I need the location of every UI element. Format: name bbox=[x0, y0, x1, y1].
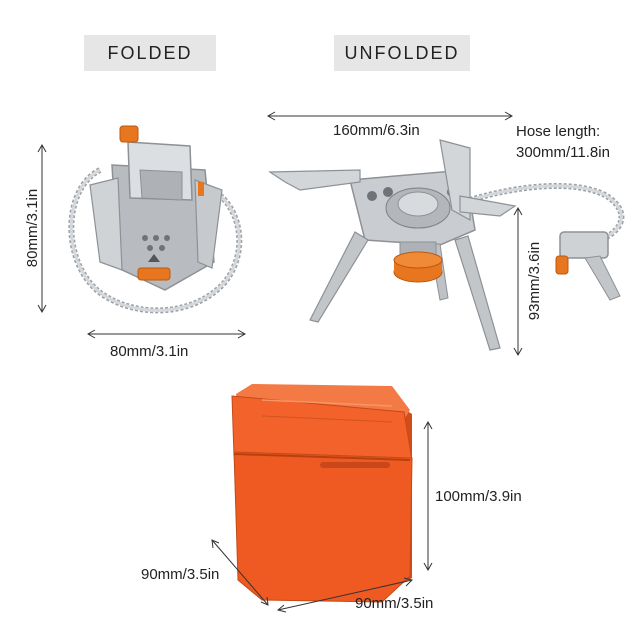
folded-label: FOLDED bbox=[84, 35, 216, 71]
hose-length-value: 300mm/11.8in bbox=[516, 144, 610, 161]
folded-width-label: 80mm/3.1in bbox=[110, 343, 189, 360]
case-height-label: 100mm/3.9in bbox=[435, 488, 522, 505]
unfolded-width-label: 160mm/6.3in bbox=[333, 122, 420, 139]
unfolded-label: UNFOLDED bbox=[334, 35, 470, 71]
case-width-label: 90mm/3.5in bbox=[355, 595, 434, 612]
case-depth-label: 90mm/3.5in bbox=[141, 566, 220, 583]
hose-length-title: Hose length: bbox=[516, 123, 601, 140]
